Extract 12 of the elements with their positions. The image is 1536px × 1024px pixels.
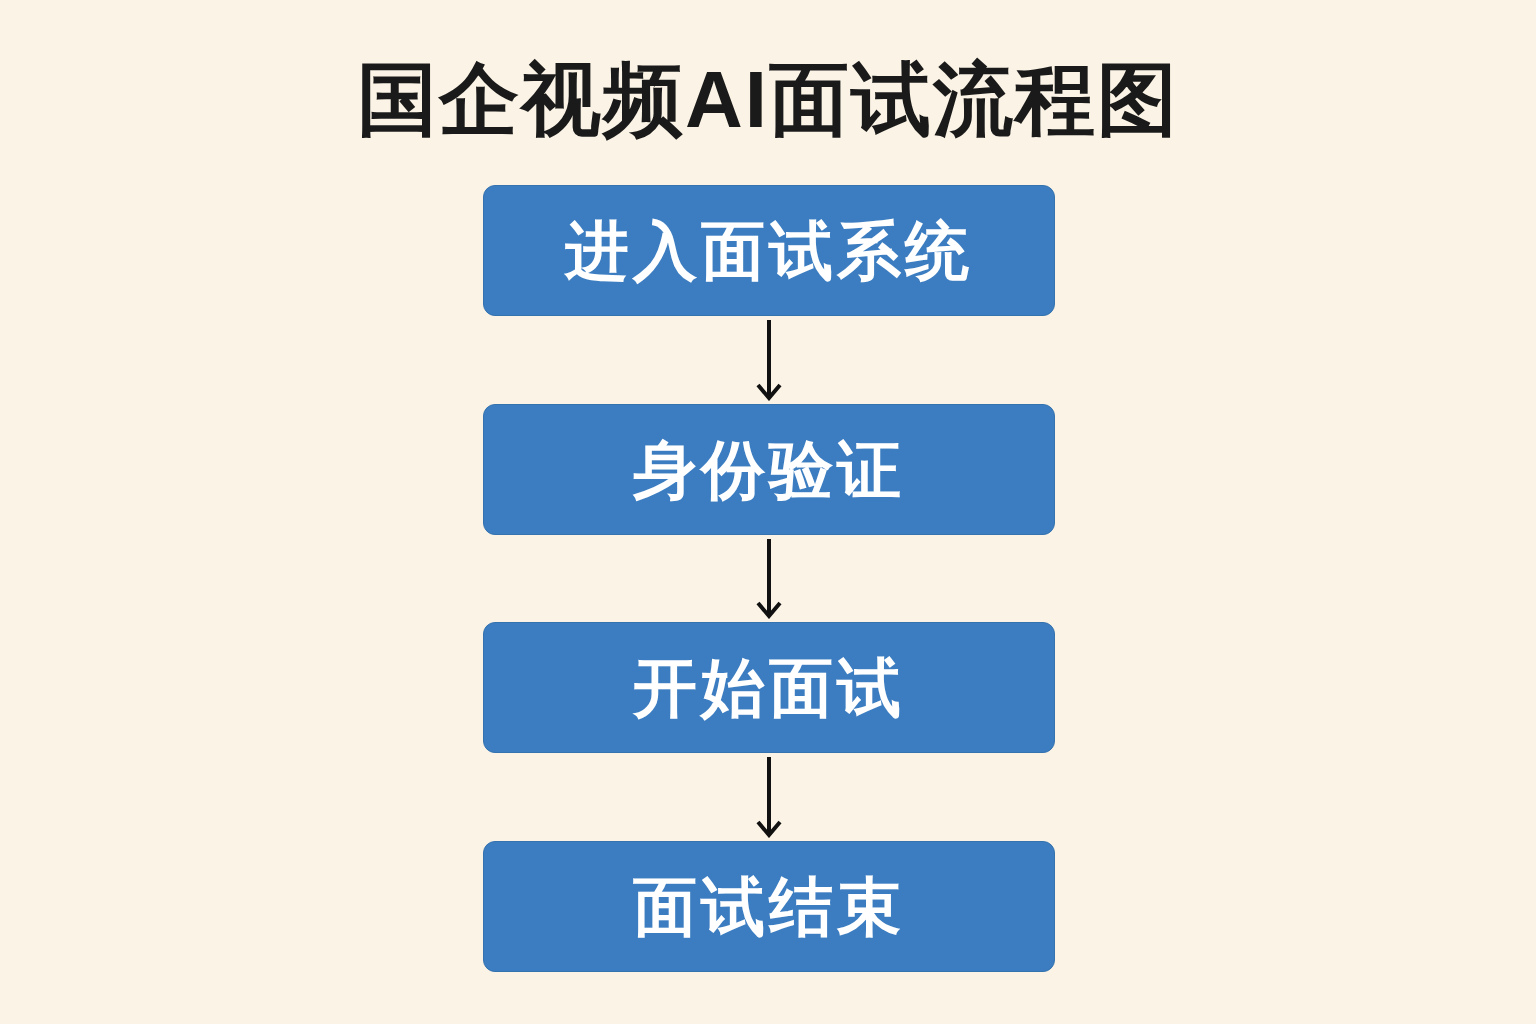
step-label: 身份验证 bbox=[633, 433, 905, 506]
step-label: 面试结束 bbox=[633, 870, 905, 943]
process-box bbox=[483, 841, 1055, 972]
process-box bbox=[483, 185, 1055, 316]
step-label: 进入面试系统 bbox=[565, 214, 973, 287]
diagram-title: 国企视频AI面试流程图 bbox=[357, 54, 1179, 146]
process-box bbox=[483, 404, 1055, 535]
step-label: 开始面试 bbox=[633, 651, 905, 724]
process-box bbox=[483, 622, 1055, 753]
arrow bbox=[756, 539, 782, 618]
arrow bbox=[756, 320, 782, 400]
arrow bbox=[756, 757, 782, 837]
